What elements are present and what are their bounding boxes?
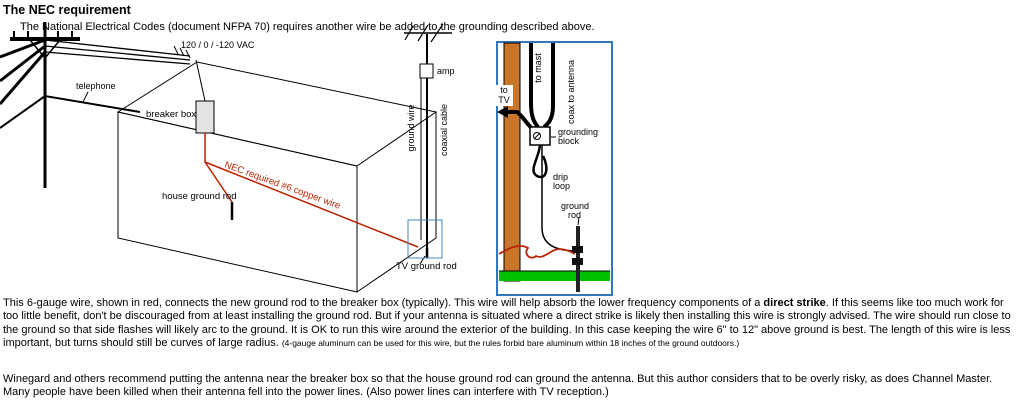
- label-amp: amp: [437, 66, 455, 76]
- label-tv-ground-rod: TV ground rod: [396, 261, 457, 272]
- label-drip-line1: drip: [553, 172, 568, 182]
- label-grounding-line1: grounding: [558, 127, 598, 137]
- grounding-diagram: 120 / 0 / -120 VAC telephone breaker box…: [0, 22, 613, 296]
- para1-fine-print: (4-gauge aluminum can be used for this w…: [281, 337, 740, 348]
- label-telephone: telephone: [76, 81, 116, 91]
- label-to-tv-line1: to: [500, 85, 508, 95]
- para1-text-before: This 6-gauge wire, shown in red, connect…: [3, 297, 764, 309]
- ground-rod-leader: [577, 216, 580, 226]
- label-to-tv-line2: TV: [498, 95, 510, 105]
- label-nec-wire: NEC required #6 copper wire: [223, 159, 342, 211]
- breaker-box: [195, 100, 215, 134]
- label-ground-rod-line1: ground: [561, 201, 589, 211]
- house-outline: [116, 59, 438, 293]
- label-grounding-line2: block: [558, 136, 580, 146]
- inset-grass: [499, 271, 610, 281]
- label-ground-wire: ground wire: [406, 104, 416, 151]
- para1-text-after: . If this seems like too much work for t…: [3, 297, 1011, 349]
- zoom-region-box: [407, 219, 443, 259]
- nec-copper-wire: [204, 133, 419, 248]
- inset-cable-to-mast: [529, 43, 540, 129]
- to-tv-label-box: [496, 85, 513, 106]
- label-ground-rod-line2: rod: [568, 210, 581, 220]
- body-paragraph-1: This 6-gauge wire, shown in red, connect…: [3, 297, 1020, 350]
- label-vac: 120 / 0 / -120 VAC: [181, 40, 255, 50]
- para1-bold-phrase: direct strike: [763, 297, 826, 309]
- telephone-line: [0, 94, 141, 129]
- label-coax-to-antenna: coax to antenna: [566, 60, 576, 124]
- label-house-ground-rod: house ground rod: [162, 191, 236, 202]
- label-drip-line2: loop: [553, 181, 570, 191]
- inset-drip-loop: [532, 144, 548, 179]
- inset-red-wire: [498, 245, 576, 259]
- telephone-leader: [82, 91, 89, 103]
- label-to-mast: to mast: [533, 53, 543, 83]
- tv-arrowhead: [497, 106, 508, 118]
- inset-coax-cable: [542, 43, 555, 129]
- label-breaker-box: breaker box: [146, 109, 196, 120]
- antenna-mast: [404, 23, 452, 265]
- body-paragraph-2: Winegard and others recommend putting th…: [3, 373, 993, 399]
- inset-mast-bar: [503, 42, 521, 282]
- rod-clamp-lower: [572, 258, 583, 265]
- grounding-block-terminal: [533, 132, 541, 140]
- intro-text: The National Electrical Codes (document …: [20, 21, 595, 33]
- rod-clamp-upper: [572, 246, 583, 253]
- page-title: The NEC requirement: [3, 3, 131, 17]
- amp-box: [419, 63, 434, 79]
- inset-panel: [496, 41, 613, 296]
- power-lines: [0, 38, 191, 105]
- label-coaxial-cable: coaxial cable: [439, 104, 449, 156]
